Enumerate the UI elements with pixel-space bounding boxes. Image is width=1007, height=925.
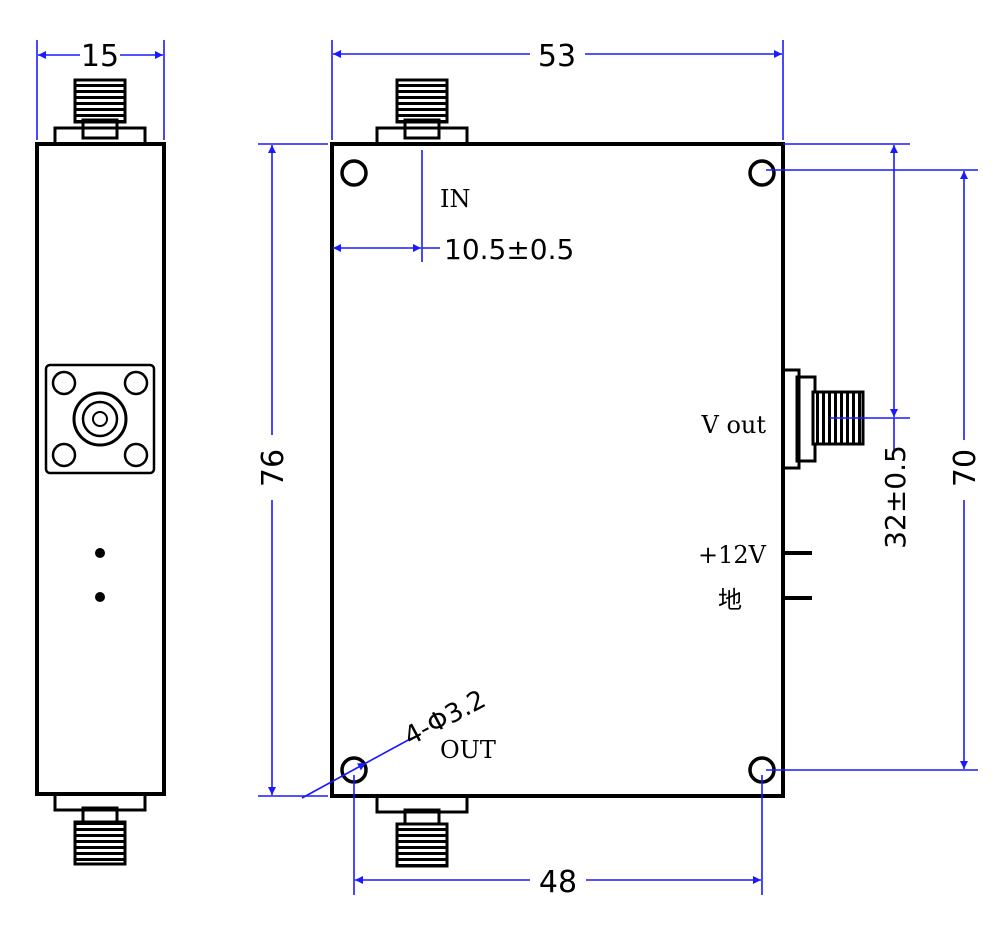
dim-side-width-text: 15: [81, 39, 119, 74]
dim-right-height-text: 70: [948, 449, 983, 487]
dim-bottom-width-text: 48: [539, 865, 577, 900]
mounting-hole-tl: [340, 159, 368, 187]
out-connector: [375, 794, 469, 868]
in-connector: [375, 78, 469, 146]
dim-top-width: 53: [331, 39, 784, 140]
label-in: IN: [440, 185, 470, 213]
side-view: 15: [35, 39, 166, 866]
dim-side-width: 15: [36, 39, 165, 140]
label-12v: +12V: [698, 541, 767, 569]
side-bottom-connector: [53, 792, 147, 866]
label-out: OUT: [440, 736, 496, 764]
dim-top-width-text: 53: [538, 39, 576, 74]
vout-connector: [781, 368, 865, 470]
label-vout: V out: [700, 411, 766, 439]
dim-in-offset-text: 10.5±0.5: [444, 233, 574, 266]
dim-bottom-width: 48: [353, 775, 763, 900]
dim-in-offset: 10.5±0.5: [333, 150, 574, 266]
side-flange-connector: [44, 363, 156, 475]
side-body: [35, 142, 166, 796]
front-view: IN OUT V out +12V 地 53 48 76: [256, 39, 983, 900]
side-pin-2: [95, 592, 105, 602]
dim-vout-offset-text: 32±0.5: [879, 445, 912, 549]
dim-left-height-text: 76: [256, 449, 291, 487]
dim-vout-offset: 32±0.5: [783, 143, 912, 549]
label-ground: 地: [718, 586, 742, 614]
dim-left-height: 76: [256, 143, 328, 797]
side-top-connector: [53, 78, 147, 146]
mounting-hole-tr: [748, 159, 776, 187]
front-body: [330, 142, 785, 798]
side-pin-1: [95, 548, 105, 558]
dim-right-height: 70: [766, 169, 983, 771]
